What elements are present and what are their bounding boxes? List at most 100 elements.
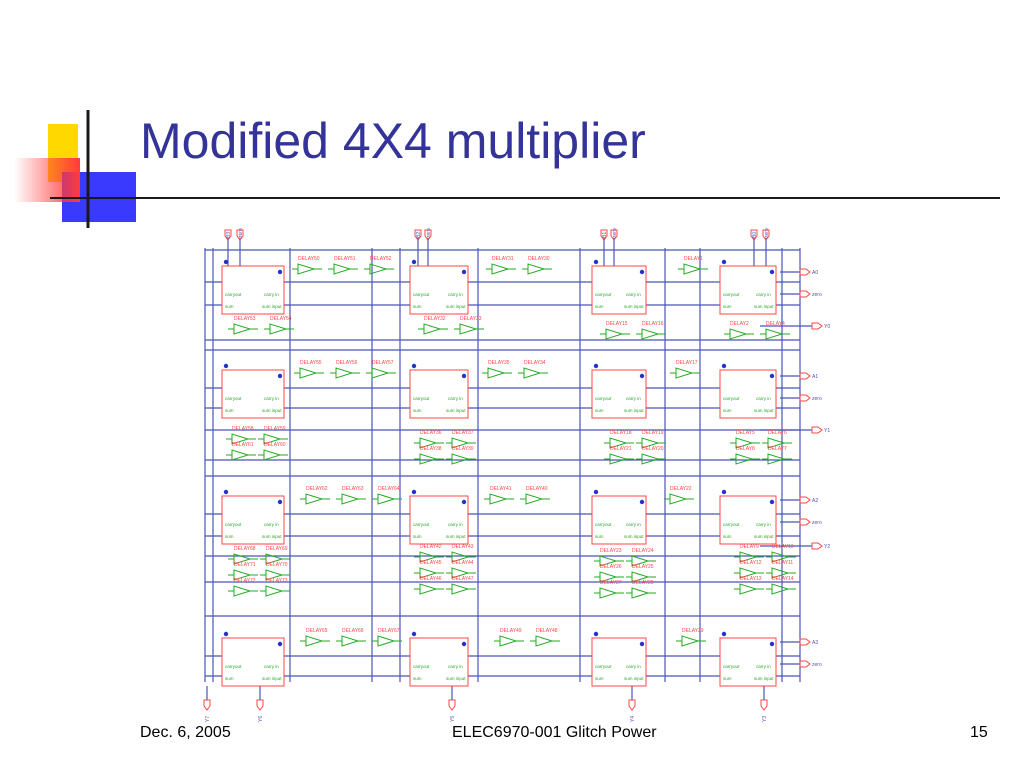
- delay-label: DELAY47: [452, 576, 474, 582]
- junction-node: [639, 499, 645, 505]
- cell-pin-label: carry in: [448, 664, 463, 669]
- adder-cell: [591, 369, 647, 419]
- delay-buffer: [675, 367, 694, 379]
- junction-node: [411, 259, 417, 265]
- cell-pin-label: sum: [723, 534, 732, 539]
- delay-buffer: [335, 367, 354, 379]
- junction-node: [593, 363, 599, 369]
- delay-label: DELAY51: [334, 256, 356, 262]
- delay-buffer: [269, 323, 288, 335]
- delay-label: DELAY9: [740, 544, 759, 550]
- input-label: A2: [812, 498, 818, 504]
- delay-label: DELAY64: [378, 486, 400, 492]
- cell-pin-label: carry in: [756, 292, 771, 297]
- slide-title: Modified 4X4 multiplier: [140, 113, 646, 169]
- delay-label: DELAY63: [342, 486, 364, 492]
- delay-label: DELAY5: [736, 430, 755, 436]
- delay-label: DELAY52: [370, 256, 392, 262]
- adder-cell: [409, 369, 469, 419]
- delay-label: DELAY59: [264, 426, 286, 432]
- delay-label: DELAY60: [264, 442, 286, 448]
- delay-label: DELAY16: [642, 321, 664, 327]
- delay-buffer: [371, 367, 390, 379]
- input-pin-icon: [799, 372, 811, 380]
- input-pin-icon: [762, 229, 770, 241]
- adder-cell: [221, 369, 285, 419]
- output-label: Y4: [630, 716, 636, 722]
- delay-label: DELAY1: [684, 256, 703, 262]
- cell-pin-label: sum input: [446, 534, 466, 539]
- delay-buffer: [771, 583, 790, 595]
- accent-red-square: [14, 158, 80, 202]
- delay-label: DELAY17: [676, 360, 698, 366]
- cell-pin-label: carryout: [595, 522, 612, 527]
- delay-label: DELAY11: [772, 560, 793, 566]
- delay-label: DELAY21: [610, 446, 632, 452]
- delay-label: DELAY36: [420, 430, 442, 436]
- cell-pin-label: carryout: [723, 396, 740, 401]
- input-pin-icon: [424, 229, 432, 241]
- footer-course: ELEC6970-001 Glitch Power: [452, 724, 657, 741]
- cell-pin-label: sum input: [754, 304, 774, 309]
- junction-node: [223, 259, 229, 265]
- cell-pin-label: sum: [413, 676, 422, 681]
- cell-pin-label: sum: [413, 304, 422, 309]
- cell-pin-label: sum: [225, 304, 234, 309]
- cell-pin-label: sum: [225, 534, 234, 539]
- output-label: Y6: [258, 716, 264, 722]
- junction-node: [639, 641, 645, 647]
- delay-label: DELAY70: [266, 562, 288, 568]
- delay-buffer: [641, 453, 660, 465]
- junction-node: [223, 363, 229, 369]
- adder-cell: [719, 495, 777, 545]
- junction-node: [769, 373, 775, 379]
- delay-label: DELAY44: [452, 560, 474, 566]
- delay-label: DELAY69: [266, 546, 288, 552]
- delay-label: DELAY73: [266, 578, 288, 584]
- output-label: Y5: [450, 716, 456, 722]
- input-label: zero: [764, 228, 770, 238]
- cell-pin-label: carry in: [626, 522, 641, 527]
- delay-label: DELAY66: [342, 628, 364, 634]
- junction-node: [769, 269, 775, 275]
- cell-pin-label: carryout: [595, 664, 612, 669]
- junction-node: [769, 641, 775, 647]
- output-label: Y0: [824, 324, 830, 330]
- adder-cell: [409, 265, 469, 315]
- delay-label: DELAY27: [600, 580, 622, 586]
- input-pin-icon: [799, 290, 811, 298]
- delay-buffer: [599, 587, 618, 599]
- cell-pin-label: sum input: [754, 534, 774, 539]
- delay-label: DELAY68: [234, 546, 256, 552]
- delay-label: DELAY29: [682, 628, 704, 634]
- junction-node: [223, 631, 229, 637]
- cell-pin-label: sum input: [446, 676, 466, 681]
- delay-label: DELAY65: [306, 628, 328, 634]
- delay-buffer: [451, 453, 470, 465]
- delay-buffer: [609, 453, 628, 465]
- delay-label: DELAY10: [772, 544, 794, 550]
- delay-label: DELAY48: [536, 628, 558, 634]
- cell-pin-label: sum: [595, 408, 604, 413]
- delay-label: DELAY38: [420, 446, 442, 452]
- input-label: B1: [602, 232, 608, 238]
- output-pin-icon: [203, 699, 211, 711]
- cell-pin-label: carryout: [723, 664, 740, 669]
- delay-label: DELAY55: [300, 360, 322, 366]
- delay-label: DELAY20: [642, 446, 664, 452]
- delay-label: DELAY22: [670, 486, 692, 492]
- delay-label: DELAY6: [768, 430, 787, 436]
- junction-node: [593, 631, 599, 637]
- cell-pin-label: carryout: [225, 396, 242, 401]
- delay-label: DELAY26: [600, 564, 622, 570]
- cell-pin-label: carryout: [595, 396, 612, 401]
- delay-buffer: [265, 585, 284, 597]
- delay-buffer: [523, 367, 542, 379]
- delay-label: DELAY43: [452, 544, 474, 550]
- cell-pin-label: carry in: [756, 664, 771, 669]
- delay-label: DELAY50: [298, 256, 320, 262]
- input-pin-icon: [799, 638, 811, 646]
- cell-pin-label: carryout: [225, 664, 242, 669]
- adder-cell: [591, 637, 647, 687]
- delay-buffer: [263, 449, 282, 461]
